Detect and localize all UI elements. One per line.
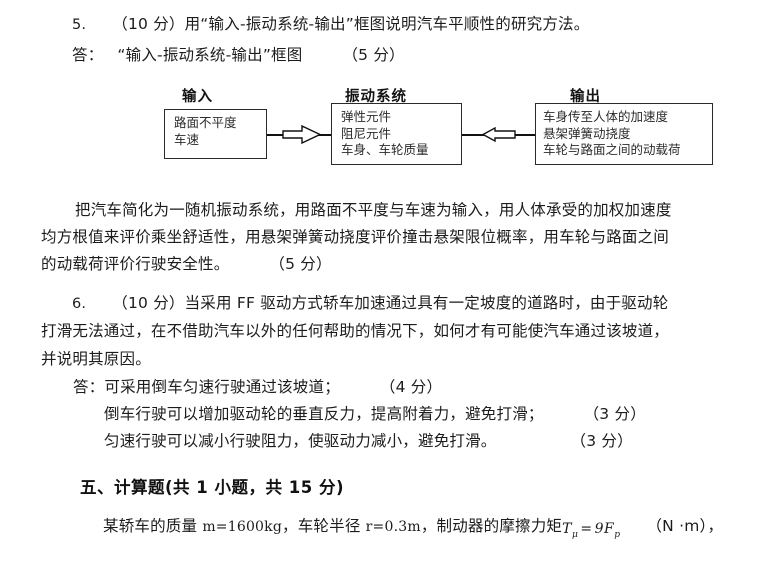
diagram-box-output: 车身传至人体的加速度 悬架弹簧动挠度 车轮与路面之间的动载荷 <box>535 103 713 165</box>
question-6-prompt-line-3: 并说明其原因。 <box>41 350 151 368</box>
diagram-box-vibration-system-content: 弹性元件 阻尼元件 车身、车轮质量 <box>341 109 429 159</box>
formula-subscript-mu: μ <box>571 529 579 540</box>
diagram-box-input: 路面不平度 车速 <box>164 109 267 159</box>
question-5-answer-label: 答： <box>72 46 104 64</box>
diagram-box-vibration-system-line-3: 车身、车轮质量 <box>341 142 429 157</box>
question-5-answer-score: （5 分） <box>342 46 405 64</box>
formula-symbol-F: F <box>604 521 615 537</box>
question-5-prompt-text: 用“输入-振动系统-输出”框图说明汽车平顺性的研究方法。 <box>184 15 590 33</box>
diagram-box-vibration-system-line-2: 阻尼元件 <box>341 125 392 141</box>
question-5-score-tag: （10 分） <box>112 15 185 33</box>
diagram-box-input-line-2: 车速 <box>174 131 200 147</box>
arrow-left-icon <box>482 127 516 142</box>
question-6-answer-label: 答： <box>73 378 105 396</box>
question-6-prompt-line-2: 打滑无法通过，在不借助汽车以外的任何帮助的情况下，如何才有可能使汽车通过该坡道， <box>41 322 670 340</box>
problem-prefix: 某轿车的质量 <box>103 517 203 535</box>
question-5-answer: 答： “输入-振动系统-输出”框图 （5 分） <box>72 44 405 66</box>
problem-unit: （N ·m） <box>646 517 708 535</box>
question-6-answer-text-2: 倒车行驶可以增加驱动轮的垂直反力，提高附着力，避免打滑； <box>104 405 544 423</box>
question-6-answer-line-1: 答：可采用倒车匀速行驶通过该坡道； （4 分） <box>73 376 442 398</box>
question-6-answer-score-1: （4 分） <box>379 378 443 396</box>
explanation-line-1: 把汽车简化为一随机振动系统，用路面不平度与车速为输入，用人体承受的加权加速度 <box>75 201 672 219</box>
formula-coefficient: 9 <box>594 521 604 537</box>
question-6-prompt-line-1: 6. （10 分）当采用 FF 驱动方式轿车加速通过具有一定坡度的道路时，由于驱动… <box>72 292 668 315</box>
diagram-box-input-line-1: 路面不平度 <box>174 115 237 130</box>
question-6-answer-score-2: （3 分） <box>583 405 646 423</box>
formula-symbol-T: T <box>562 521 572 537</box>
question-5-number: 5. <box>72 17 87 33</box>
question-6-answer-text-1: 可采用倒车匀速行驶通过该坡道； <box>104 378 340 396</box>
question-5-prompt: 5. （10 分）用“输入-振动系统-输出”框图说明汽车平顺性的研究方法。 <box>72 13 589 36</box>
diagram-box-vibration-system-line-1: 弹性元件 <box>341 109 392 124</box>
arrow-right-icon <box>282 125 322 144</box>
explanation-line-3-text: 的动载荷评价行驶安全性。 <box>41 255 230 273</box>
question-6-number: 6. <box>72 296 87 312</box>
question-5-answer-text: “输入-振动系统-输出”框图 <box>117 46 303 64</box>
problem-mid-2: ，制动器的摩擦力矩 <box>420 517 563 535</box>
diagram-box-vibration-system: 弹性元件 阻尼元件 车身、车轮质量 <box>331 103 462 165</box>
question-6-answer-score-3: （3 分） <box>570 432 633 450</box>
diagram-box-input-content: 路面不平度 车速 <box>174 115 237 148</box>
section-5-problem-line: 某轿车的质量 m=1600kg，车轮半径 r=0.3m，制动器的摩擦力矩Tμ=9… <box>103 515 723 544</box>
block-diagram: 输入 振动系统 输出 路面不平度 车速 弹性元件 阻尼元件 车身、车轮质量 <box>0 84 758 184</box>
diagram-title-input: 输入 <box>182 89 213 105</box>
question-6-answer-line-3: 匀速行驶可以减小行驶阻力，使驱动力减小，避免打滑。 （3 分） <box>104 430 633 452</box>
problem-suffix: ， <box>707 517 724 535</box>
question-6-answer-text-3: 匀速行驶可以减小行驶阻力，使驱动力减小，避免打滑。 <box>104 432 497 450</box>
explanation-score: （5 分） <box>269 255 332 273</box>
problem-mid-1: ，车轮半径 <box>282 517 366 535</box>
formula-subscript-p: p <box>614 529 621 540</box>
formula-equals: = <box>580 521 593 537</box>
diagram-box-output-content: 车身传至人体的加速度 悬架弹簧动挠度 车轮与路面之间的动载荷 <box>543 109 681 159</box>
diagram-box-output-line-1: 车身传至人体的加速度 <box>543 109 669 124</box>
diagram-box-output-line-3: 车轮与路面之间的动载荷 <box>543 142 681 157</box>
explanation-line-2: 均方根值来评价乘坐舒适性，用悬架弹簧动挠度评价撞击悬架限位概率，用车轮与路面之间 <box>41 228 670 246</box>
problem-mass-value: m=1600kg <box>202 519 283 535</box>
formula-friction-torque: Tμ=9Fp <box>562 521 621 540</box>
diagram-box-output-line-2: 悬架弹簧动挠度 <box>543 125 631 141</box>
section-5-heading: 五、计算题(共 1 小题，共 15 分) <box>80 478 345 497</box>
problem-radius-value: r=0.3m <box>365 519 421 535</box>
diagram-title-vibration-system: 振动系统 <box>345 89 407 105</box>
explanation-line-3: 的动载荷评价行驶安全性。 （5 分） <box>41 253 332 275</box>
question-6-prompt-text-1: 当采用 FF 驱动方式轿车加速通过具有一定坡度的道路时，由于驱动轮 <box>184 294 669 312</box>
diagram-title-output: 输出 <box>570 89 601 105</box>
question-6-answer-line-2: 倒车行驶可以增加驱动轮的垂直反力，提高附着力，避免打滑； （3 分） <box>104 403 646 425</box>
question-6-score-tag: （10 分） <box>112 294 185 312</box>
